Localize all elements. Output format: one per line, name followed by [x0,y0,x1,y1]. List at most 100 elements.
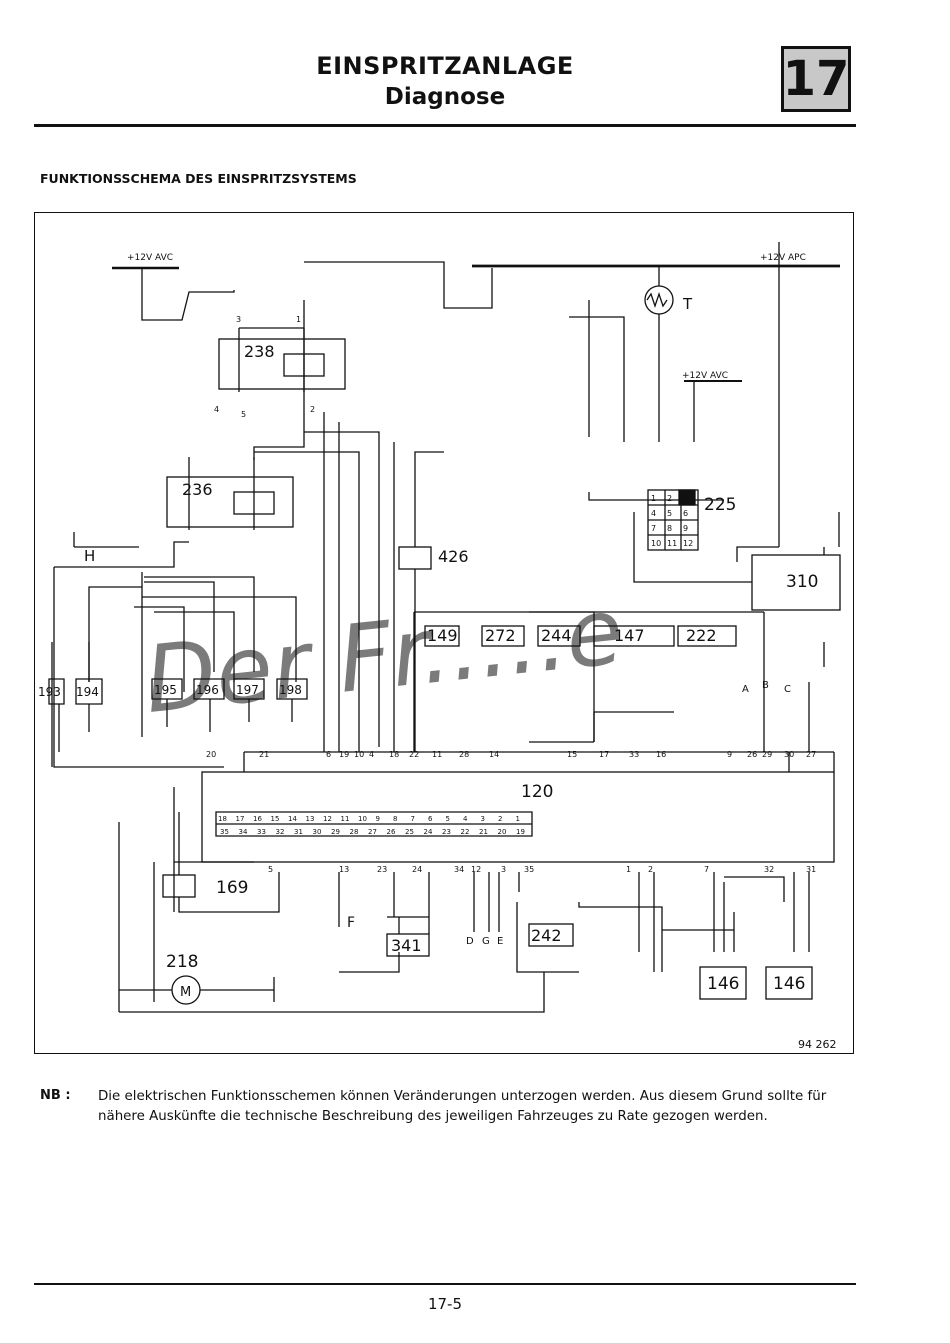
ecu-bottom-pin: 12 [471,865,481,874]
grid-225-cell: 9 [683,524,688,533]
nb-label: NB : [40,1088,71,1103]
comp-225-label: 225 [704,495,736,515]
comp-146b-label: 146 [773,974,805,994]
ecu-top-pin: 4 [369,750,374,759]
connector-pin: 13 [306,815,315,823]
letter-H: H [84,547,95,565]
comp-242-label: 242 [531,926,562,945]
ecu-bottom-pin: 32 [764,865,774,874]
relay-pin-1: 1 [296,315,301,324]
ecu-top-pin: 10 [354,750,364,759]
section-title: FUNKTIONSSCHEMA DES EINSPRITZSYSTEMS [40,171,357,186]
letter-A: A [742,684,749,695]
connector-pin: 21 [479,828,488,836]
grid-225-cell: 12 [683,539,693,548]
ecu-bottom-pin: 1 [626,865,631,874]
ecu-top-pin: 28 [459,750,469,759]
letter-G: G [482,936,490,947]
connector-pin: 1 [516,815,520,823]
connector-pin: 16 [253,815,262,823]
comp-196-label: 196 [196,683,219,697]
letter-F: F [347,915,355,931]
ecu-bottom-pin: 13 [339,865,349,874]
supply-label-1: +12V AVC [127,253,173,263]
comp-194-label: 194 [76,685,99,699]
ecu-bottom-pin: 2 [648,865,653,874]
connector-pin: 3 [481,815,485,823]
ecu-bottom-pin: 24 [412,865,422,874]
letter-T: T [682,295,693,313]
comp-193-label: 193 [38,685,61,699]
connector-pin: 8 [393,815,397,823]
letter-D: D [466,936,474,947]
relay-pin-3: 3 [236,315,241,324]
ecu-bottom-pin: 3 [501,865,506,874]
ecu-bottom-pin: 34 [454,865,464,874]
connector-pin: 14 [288,815,297,823]
relay-pin-2: 2 [310,405,315,414]
ecu-bottom-pin: 31 [806,865,816,874]
relay-pin-4: 4 [214,405,219,414]
ecu-top-pin: 22 [409,750,419,759]
connector-pin: 20 [498,828,507,836]
connector-pin: 25 [405,828,414,836]
grid-225-cell: 5 [667,509,672,518]
ecu-top-pin: 30 [784,750,794,759]
connector-pin: 35 [220,828,229,836]
diagram-frame [34,212,854,1054]
comp-222-label: 222 [686,626,717,645]
comp-146a-label: 146 [707,974,739,994]
connector-pin: 31 [294,828,303,836]
comp-195-label: 195 [154,683,177,697]
grid-225-cell: 11 [667,539,677,548]
connector-pin: 11 [341,815,350,823]
comp-198-label: 198 [279,683,302,697]
nb-text: Die elektrischen Funktionsschemen können… [98,1089,827,1124]
grid-225-cell: 8 [667,524,672,533]
grid-225-cell: 6 [683,509,688,518]
ecu-top-pin: 9 [727,750,732,759]
connector-pin: 32 [276,828,285,836]
grid-225-cell: 3 [683,494,688,503]
connector-pin: 34 [239,828,248,836]
connector-pin: 10 [358,815,367,823]
connector-pin: 18 [218,815,227,823]
page-subtitle: Diagnose [384,84,506,110]
connector-pin: 27 [368,828,377,836]
comp-147-label: 147 [614,626,645,645]
letter-C: C [784,684,791,695]
comp-272-label: 272 [485,626,516,645]
ecu-bottom-pin: 7 [704,865,709,874]
ecu-bottom-pin: 23 [377,865,387,874]
grid-225-cell: 1 [651,494,656,503]
connector-pin: 7 [411,815,415,823]
connector-pin: 23 [442,828,451,836]
comp-426-label: 426 [438,547,469,566]
ecu-top-pin: 29 [762,750,772,759]
connector-pin: 29 [331,828,340,836]
ecu-top-pin: 15 [567,750,577,759]
figure-number: 94 262 [798,1038,837,1051]
comp-169-label: 169 [216,878,248,898]
ecu-top-pin: 21 [259,750,269,759]
grid-225-cell: 10 [651,539,661,548]
comp-341-label: 341 [391,936,422,955]
connector-pin: 30 [313,828,322,836]
grid-225-cell: 4 [651,509,656,518]
page-number: 17-5 [427,1295,463,1313]
ecu-top-pin: 11 [432,750,442,759]
comp-310-label: 310 [786,572,818,592]
connector-pin: 24 [424,828,433,836]
ecu-top-pin: 20 [206,750,216,759]
ecu-top-pin: 16 [656,750,666,759]
wiring-diagram: +12V AVC +12V APC +12V AVC 238 236 426 2… [38,242,841,1013]
relay-236-label: 236 [182,480,213,499]
grid-225-cell: 2 [667,494,672,503]
supply-label-3: +12V AVC [682,371,728,381]
ecu-bottom-pin: 35 [524,865,534,874]
ecu-top-pin: 19 [339,750,349,759]
connector-pin: 6 [428,815,433,823]
page-title: EINSPRITZANLAGE [316,52,574,80]
ecu-top-pin: 6 [326,750,331,759]
motor-symbol: M [180,985,191,1000]
